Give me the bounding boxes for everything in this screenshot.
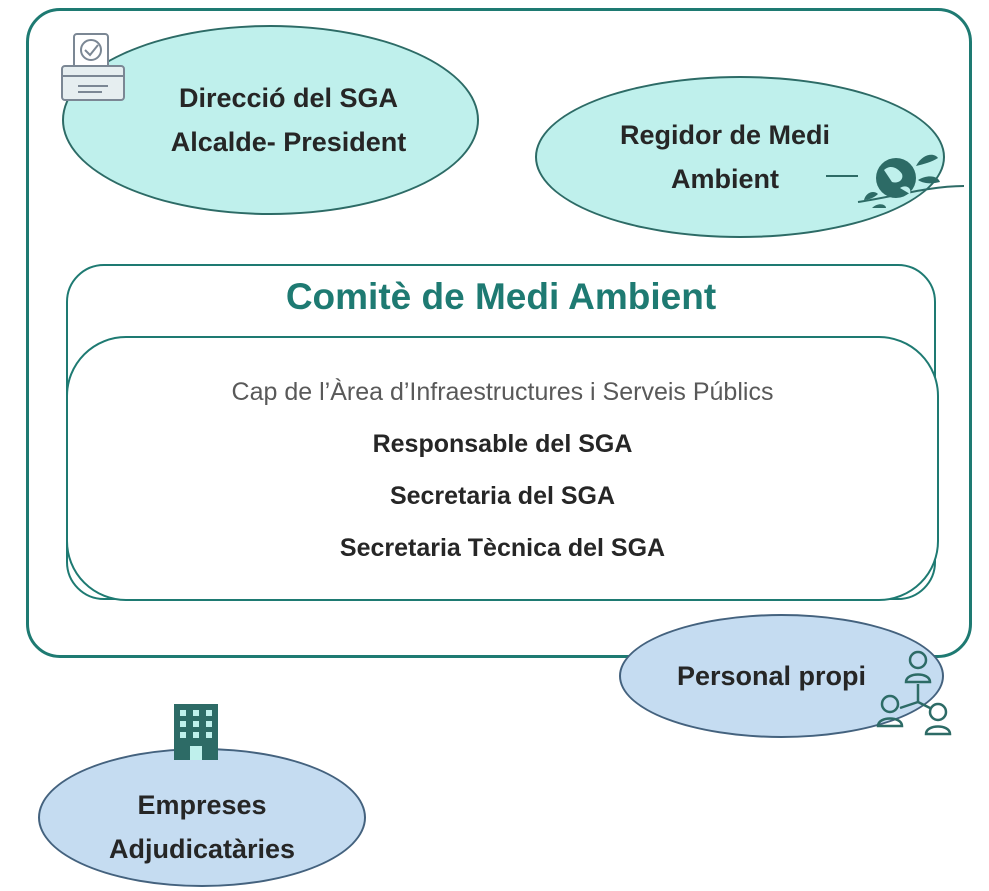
organization-frame (26, 8, 972, 658)
committee-member: Responsable del SGA (372, 430, 633, 458)
empreses-title: Empreses (137, 789, 267, 820)
empreses-ellipse: Empreses Adjudicatàries (38, 748, 366, 887)
personal-label: Personal propi (676, 661, 867, 691)
committee-members-box (66, 336, 939, 601)
direccio-subtitle: Alcalde- President (170, 127, 407, 157)
globe-leaves-icon (826, 154, 965, 208)
personal-ellipse: Personal propi (619, 614, 944, 738)
direccio-title: Direcció del SGA (178, 83, 399, 113)
committee-member: Cap de l’Àrea d’Infraestructures i Serve… (231, 378, 774, 406)
committee-member: Secretaria Tècnica del SGA (339, 534, 666, 562)
committee-member: Secretaria del SGA (389, 482, 616, 510)
direccio-ellipse: Direcció del SGA Alcalde- President (62, 25, 479, 215)
committee-members-list: Cap de l’Àrea d’Infraestructures i Serve… (66, 366, 939, 574)
empreses-subtitle: Adjudicatàries (108, 833, 296, 864)
ballot-box-icon (61, 33, 125, 101)
regidor-subtitle: Ambient (670, 164, 779, 194)
people-network-icon (876, 650, 952, 736)
committee-title: Comitè de Medi Ambient (285, 276, 717, 317)
office-building-icon (174, 704, 218, 760)
regidor-ellipse: Regidor de Medi Ambient (535, 76, 945, 238)
regidor-title: Regidor de Medi (619, 120, 830, 150)
